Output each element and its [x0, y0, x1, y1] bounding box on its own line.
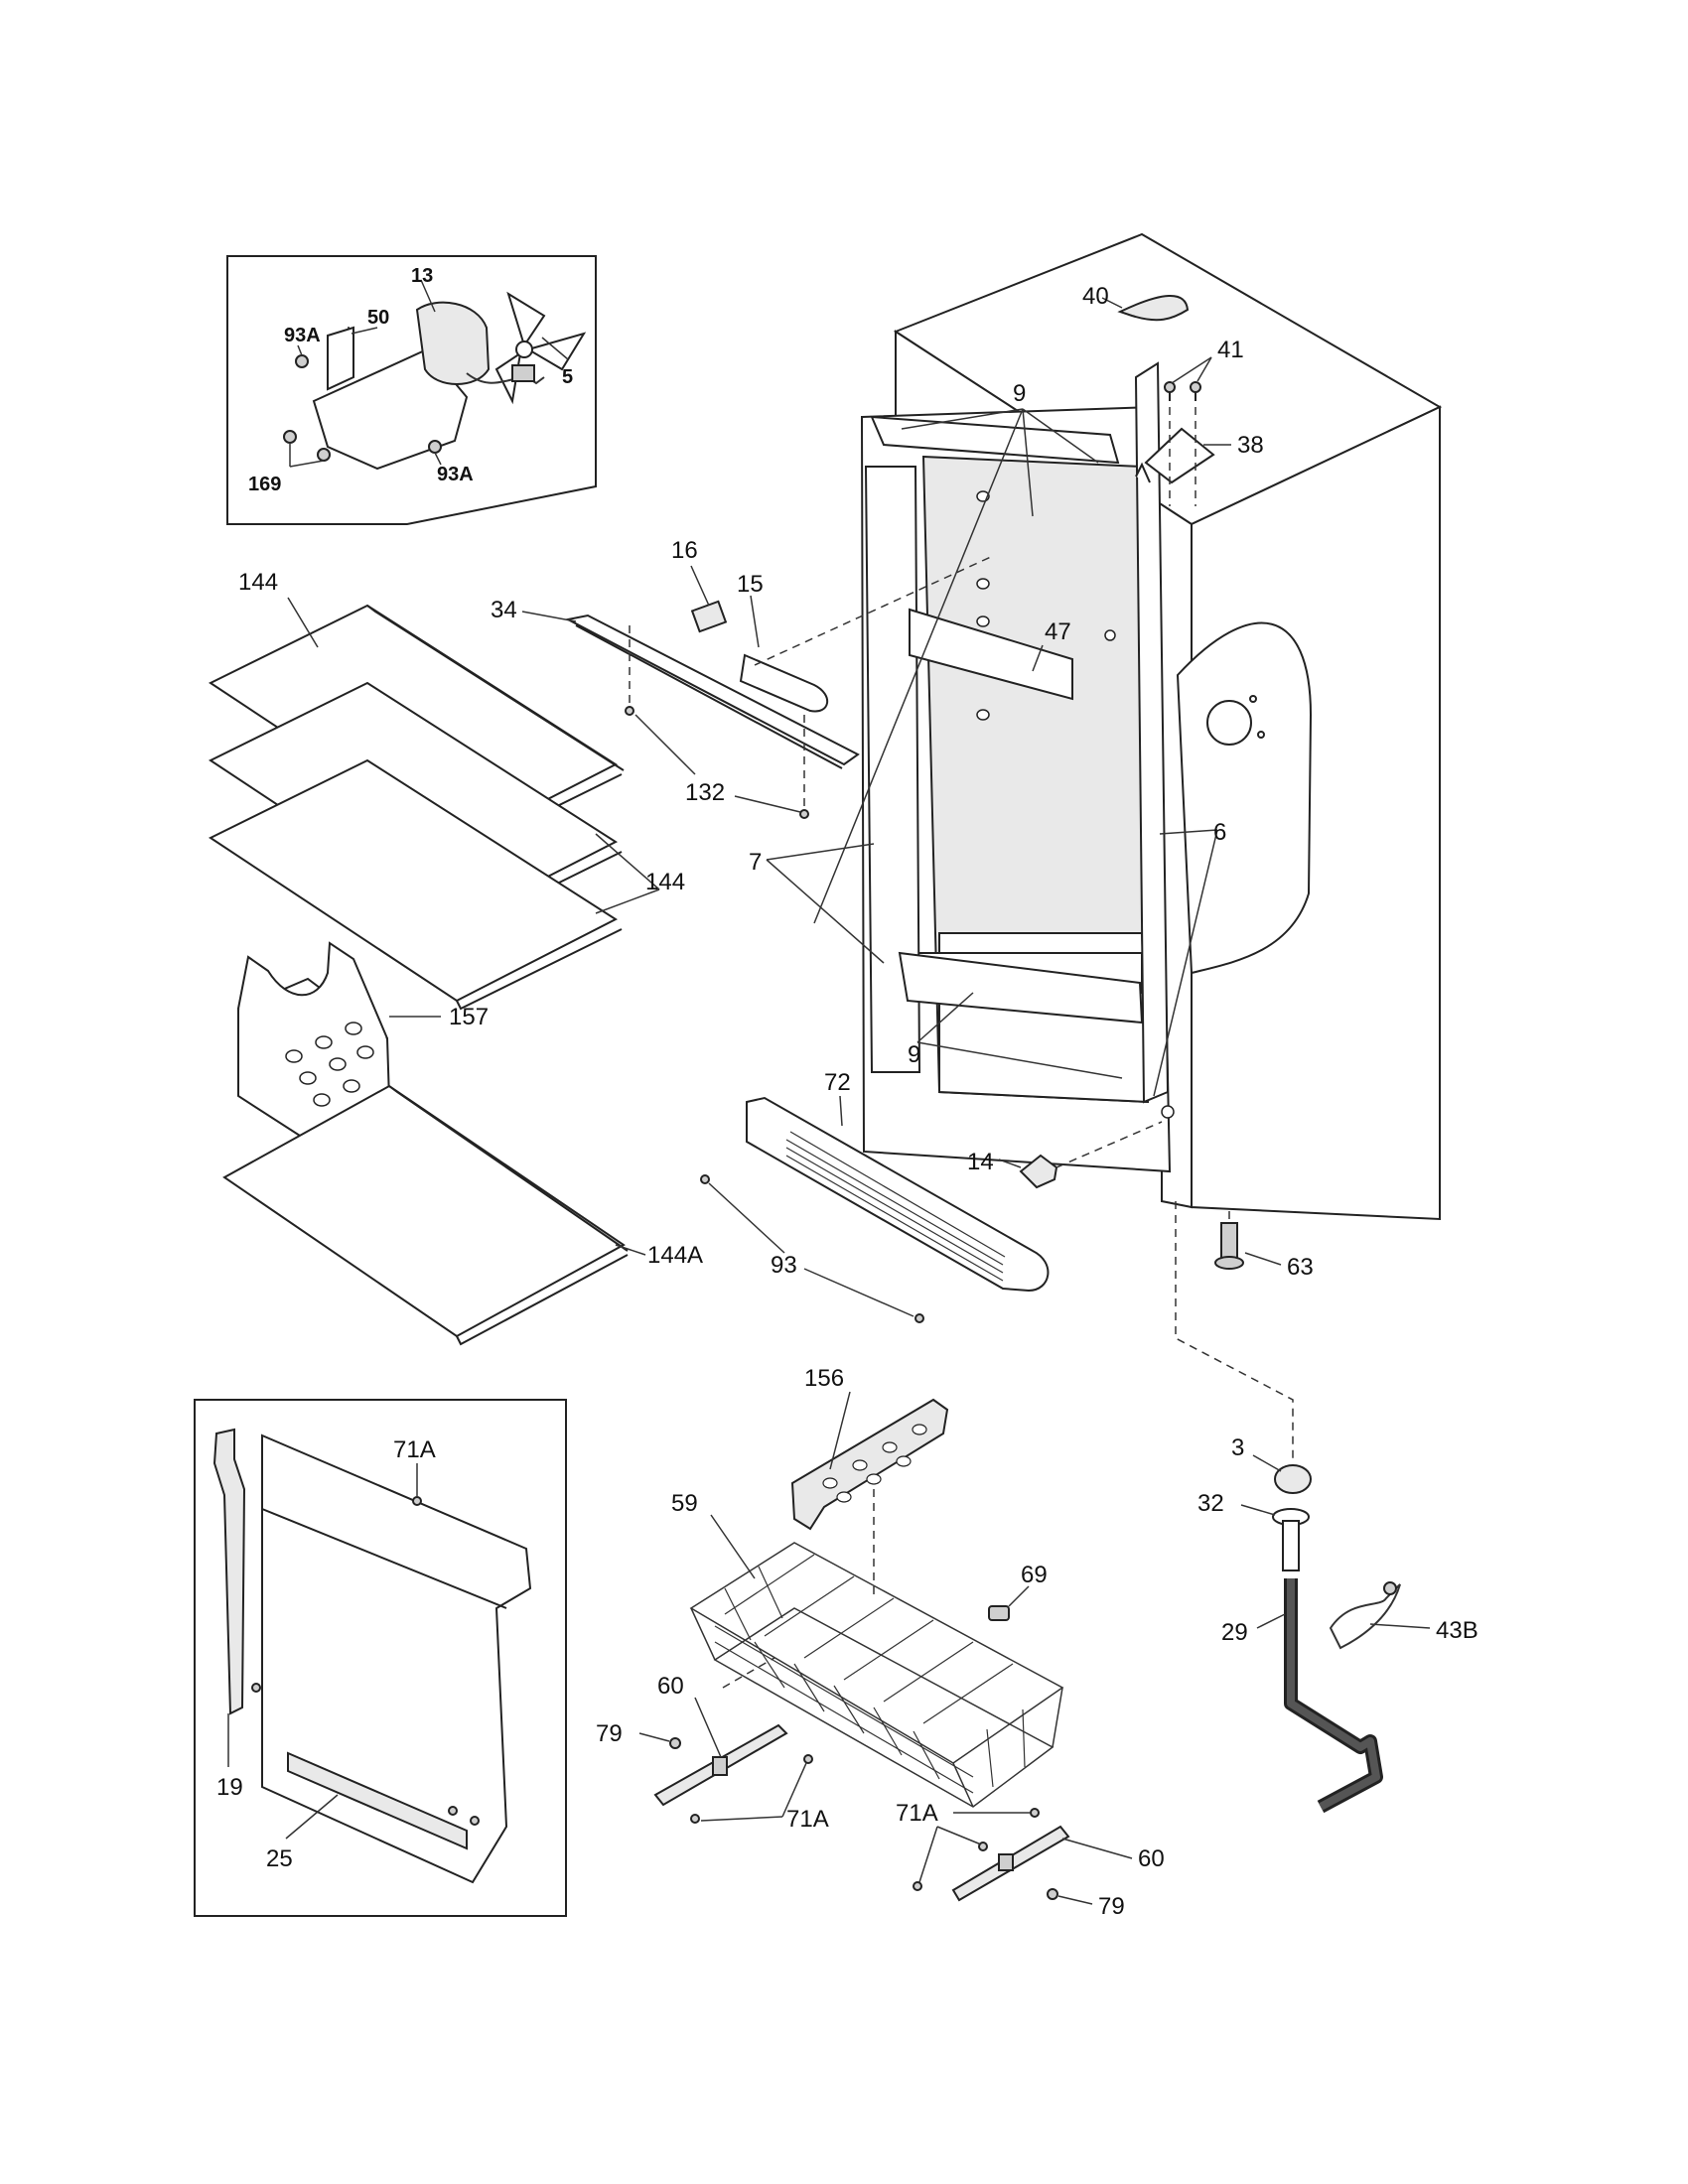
callout-3: 3 [1231, 1434, 1244, 1461]
callout-9-top: 9 [1013, 380, 1026, 407]
callout-63: 63 [1287, 1254, 1314, 1281]
callout-47: 47 [1045, 618, 1071, 645]
drain-parts-group: 3 32 29 43B [1197, 1434, 1478, 1814]
callout-132: 132 [685, 779, 725, 806]
toe-grille-group: 72 93 [700, 1069, 1050, 1323]
callout-7: 7 [749, 849, 762, 876]
part-93-screw-a [700, 1174, 710, 1184]
part-15-bulb [739, 653, 828, 713]
part-93-screw-b [914, 1313, 924, 1323]
callout-5: 5 [562, 366, 573, 388]
inset-frame-fan [226, 255, 597, 525]
callout-43B: 43B [1436, 1617, 1478, 1644]
light-assembly: 34 16 15 132 [491, 537, 994, 819]
callout-71A-inset: 71A [393, 1436, 436, 1463]
inset-frame-cover [194, 1399, 567, 1917]
callout-144A: 144A [647, 1242, 703, 1269]
part-6-breaker-right [1134, 361, 1170, 1104]
screw-71A-right-c [913, 1881, 922, 1891]
callout-156: 156 [804, 1365, 844, 1392]
callout-6: 6 [1213, 819, 1226, 846]
callout-93A-upper: 93A [284, 325, 321, 346]
screw-71A-left-a [690, 1814, 700, 1824]
callout-157: 157 [449, 1004, 489, 1030]
callout-13: 13 [411, 265, 433, 287]
callout-15: 15 [737, 571, 764, 598]
cabinet-group: 9 40 41 38 47 6 7 9 [749, 232, 1443, 1221]
callout-71A-left: 71A [786, 1806, 829, 1833]
part-40-hinge-cover [1117, 295, 1190, 322]
slide-left-lock [712, 1756, 728, 1776]
part-43B-tube-clamp [1329, 1583, 1401, 1650]
callout-14: 14 [967, 1149, 994, 1175]
callout-41: 41 [1217, 337, 1244, 363]
callout-19: 19 [216, 1774, 243, 1801]
callout-79-left: 79 [596, 1720, 623, 1747]
part-132-screw-b [799, 809, 809, 819]
callout-32: 32 [1197, 1490, 1224, 1517]
callout-144-top: 144 [238, 569, 278, 596]
part-9-breaker-top [870, 415, 1120, 465]
screw-71A-left-b [803, 1754, 813, 1764]
screw-169-a [283, 430, 297, 444]
part-63-leveling-leg [1220, 1222, 1238, 1262]
drain-and-leveler: 14 63 [967, 1121, 1314, 1459]
evaporator-cover-inset: 71A 19 25 [194, 1399, 567, 1917]
callout-144-lower: 144 [645, 869, 685, 895]
part-13-motor [415, 301, 491, 385]
callout-29: 29 [1221, 1619, 1248, 1646]
freezer-basket-group: 156 59 69 [596, 1365, 1165, 1920]
part-41-screws [1164, 381, 1201, 401]
part-34-light-shield [565, 614, 860, 766]
part-132-screw-a [625, 706, 634, 716]
callout-71A-right: 71A [896, 1800, 938, 1827]
part-3-drain-plug [1274, 1464, 1312, 1494]
part-16-socket [690, 600, 728, 633]
screw-93A-lower [428, 440, 442, 454]
callout-59: 59 [671, 1490, 698, 1517]
cabinet-side-panel [1176, 621, 1313, 975]
part-144A-shelf: 144A [222, 1084, 703, 1346]
callout-9-bottom: 9 [908, 1041, 920, 1068]
part-7-breaker-left [864, 466, 921, 1073]
callout-60-left: 60 [657, 1673, 684, 1700]
shelves-group: 144 144 [208, 569, 685, 1011]
slide-right-lock [998, 1853, 1014, 1871]
part-5-fan-blade [494, 291, 587, 405]
part-79-screw-right [1047, 1888, 1058, 1900]
part-59-wire-basket [689, 1542, 1064, 1808]
part-29-drain-tube [1284, 1578, 1383, 1814]
part-14-drain-fitting [1019, 1154, 1058, 1189]
callout-16: 16 [671, 537, 698, 564]
callout-50: 50 [367, 307, 389, 329]
callout-34: 34 [491, 597, 517, 623]
part-156-basket-divider [790, 1398, 949, 1531]
callout-40: 40 [1082, 283, 1109, 310]
part-79-screw-left [669, 1737, 681, 1749]
callout-79-right: 79 [1098, 1893, 1125, 1920]
callout-69: 69 [1021, 1562, 1048, 1588]
callout-60-right: 60 [1138, 1845, 1165, 1872]
callout-93: 93 [771, 1252, 797, 1279]
callout-93A-lower: 93A [437, 464, 474, 485]
callout-25: 25 [266, 1845, 293, 1872]
callout-72: 72 [824, 1069, 851, 1096]
wire-connector [511, 364, 535, 382]
callout-169: 169 [248, 474, 281, 495]
screw-71A-right-a [1030, 1808, 1040, 1818]
fan-motor-inset: 13 50 93A 5 169 93A [226, 255, 597, 525]
part-157-small-bin: 157 [237, 941, 489, 1138]
screw-93A-upper [295, 354, 309, 368]
part-19-gasket-strip [212, 1428, 246, 1715]
part-47-rail [909, 608, 1073, 701]
part-50-plate [327, 326, 354, 391]
part-69-clip [988, 1605, 1010, 1621]
screw-169-b [317, 448, 331, 462]
callout-38: 38 [1237, 432, 1264, 459]
shelf-144-bottom [208, 758, 619, 1003]
